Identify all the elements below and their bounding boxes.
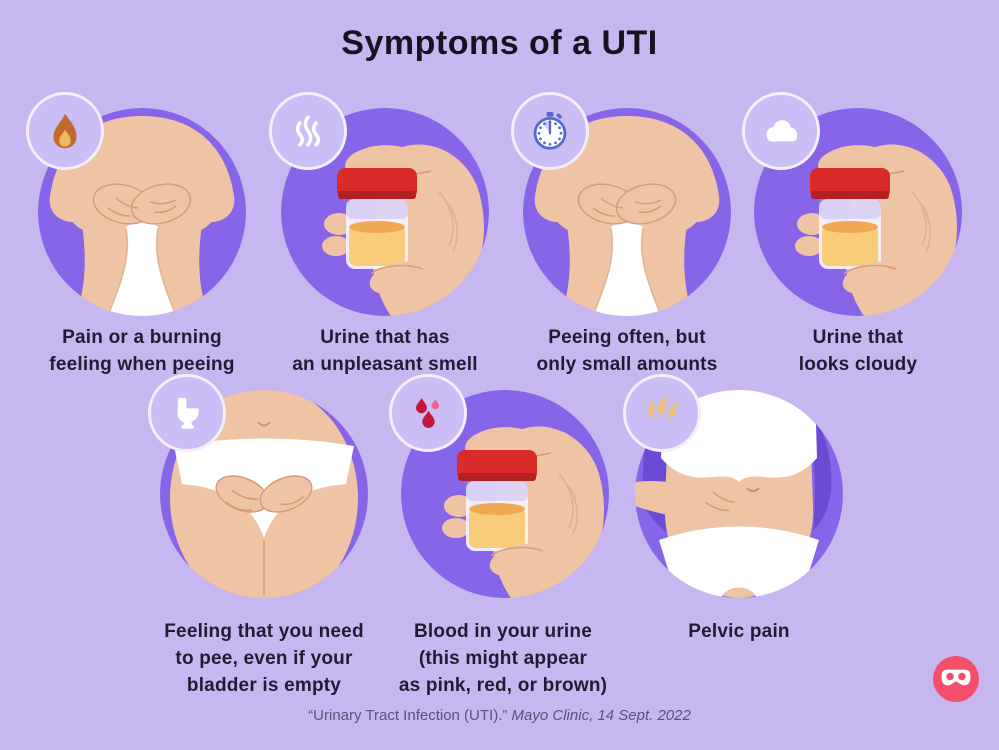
caption-line: bladder is empty [186, 675, 342, 696]
symptom-label-burning: Pain or a burning feeling when peeing [12, 324, 272, 378]
toilet-icon [148, 374, 226, 452]
symptom-label-smell: Urine that has an unpleasant smell [255, 324, 515, 378]
caption-line: Pain or a burning [62, 327, 222, 348]
caption-line: Feeling that you need [164, 621, 364, 642]
caption-line: Blood in your urine [414, 621, 592, 642]
caption-line: Urine that has [320, 327, 450, 348]
symptom-label-pelvic-pain: Pelvic pain [599, 618, 879, 645]
caption-line: as pink, red, or brown) [398, 675, 608, 696]
citation-quote: “Urinary Tract Infection (UTI).” [308, 707, 508, 724]
caption-line: (this might appear [418, 648, 588, 669]
caption-line: Peeing often, but [548, 327, 706, 348]
illustration-hand-holding-urine-cup [269, 92, 489, 316]
illustration-person-sitting-on-toilet [511, 92, 731, 316]
odor-waves-icon [269, 92, 347, 170]
page-title: Symptoms of a UTI [341, 24, 658, 62]
lightning-bolts-icon [623, 374, 701, 452]
blood-drops-icon [389, 374, 467, 452]
illustration-torso-hand-on-belly [623, 374, 843, 598]
symptom-label-frequency: Peeing often, but only small amounts [497, 324, 757, 378]
citation-source: Mayo Clinic, 14 Sept. 2022 [511, 707, 691, 724]
caption-line: feeling when peeing [49, 354, 235, 375]
illustration-hand-holding-urine-cup [389, 374, 609, 598]
symptom-label-urgency: Feeling that you need to pee, even if yo… [124, 618, 404, 699]
caption-line: an unpleasant smell [292, 354, 478, 375]
osmosis-mask-logo [933, 656, 979, 702]
source-citation: “Urinary Tract Infection (UTI).” Mayo Cl… [0, 707, 999, 724]
caption-line: looks cloudy [798, 354, 918, 375]
caption-line: Urine that [812, 327, 904, 348]
caption-line: Pelvic pain [688, 621, 790, 642]
cloud-icon [742, 92, 820, 170]
symptom-label-cloudy: Urine that looks cloudy [728, 324, 988, 378]
illustration-hand-holding-urine-cup [742, 92, 962, 316]
caption-line: to pee, even if your [175, 648, 353, 669]
stopwatch-icon [511, 92, 589, 170]
illustration-hands-over-pelvis [148, 374, 368, 598]
illustration-person-sitting-on-toilet [26, 92, 246, 316]
flame-icon [26, 92, 104, 170]
symptom-label-blood: Blood in your urine (this might appear a… [363, 618, 643, 699]
caption-line: only small amounts [536, 354, 718, 375]
